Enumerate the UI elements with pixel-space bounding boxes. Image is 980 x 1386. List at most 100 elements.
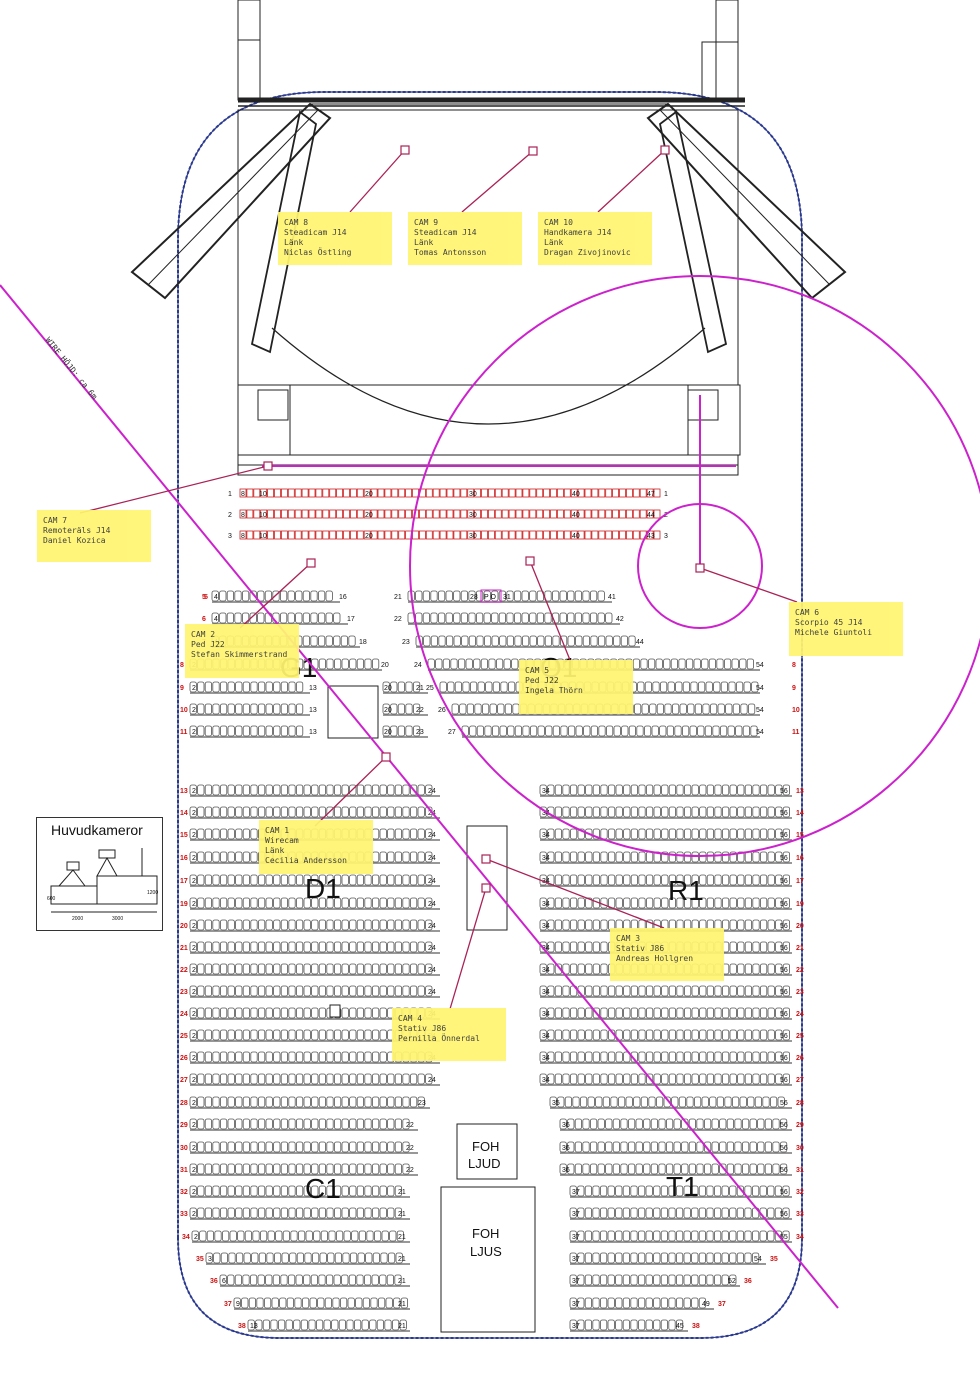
seat <box>341 1185 349 1197</box>
seat <box>356 1118 365 1130</box>
seat <box>547 985 555 997</box>
seat-row-lr-13 <box>539 784 792 797</box>
seat <box>539 985 547 997</box>
seat <box>417 919 425 931</box>
row-number: 8 <box>180 662 184 669</box>
seat <box>752 1073 760 1085</box>
pit-seat <box>536 530 544 540</box>
seat <box>600 985 608 997</box>
seat <box>590 635 598 647</box>
seat <box>242 1207 250 1219</box>
seat <box>554 1051 563 1063</box>
last-seat-number: 24 <box>428 967 436 974</box>
seat <box>265 703 273 715</box>
first-seat-number: 20 <box>384 685 392 692</box>
seat <box>483 635 492 647</box>
seat <box>356 784 365 796</box>
row-number: 26 <box>180 1055 188 1062</box>
pit-seat <box>370 509 378 519</box>
seat <box>612 1141 621 1153</box>
seat <box>371 1118 380 1130</box>
last-seat-number: 42 <box>616 616 624 623</box>
pit-row-label-left: 3 <box>228 533 232 540</box>
first-seat-number: 23 <box>402 639 410 646</box>
seat <box>653 1319 661 1331</box>
seat <box>536 612 545 624</box>
seat <box>363 1274 372 1286</box>
seat <box>608 806 616 818</box>
seat <box>775 897 783 909</box>
seat-row-lr-36 <box>569 1274 740 1287</box>
seat <box>189 1029 197 1041</box>
last-seat-number: 23 <box>416 729 424 736</box>
seat <box>235 897 243 909</box>
seat <box>341 1096 349 1108</box>
pit-seat <box>274 509 281 519</box>
seat <box>691 1274 699 1286</box>
seat <box>529 590 537 602</box>
seat <box>744 1073 753 1085</box>
seat <box>590 1163 598 1175</box>
seat <box>347 1297 355 1309</box>
seat <box>752 784 760 796</box>
seat <box>570 851 578 863</box>
seat <box>782 1207 790 1219</box>
seat <box>341 874 349 886</box>
seat <box>227 897 235 909</box>
seat <box>585 874 593 886</box>
seat <box>288 1163 296 1175</box>
seat <box>622 1319 631 1331</box>
seat-row-ll-35 <box>205 1252 410 1265</box>
seat <box>587 1096 595 1108</box>
seat <box>608 784 616 796</box>
svg-text:2000: 2000 <box>72 916 83 922</box>
seat <box>668 806 677 818</box>
seat <box>668 897 677 909</box>
pit-seat-number: 30 <box>469 533 477 540</box>
seat <box>402 897 410 909</box>
pit-seat <box>308 509 316 519</box>
seat <box>499 725 507 737</box>
seat <box>328 1230 336 1242</box>
seat <box>265 1185 273 1197</box>
seat <box>691 985 699 997</box>
seat <box>592 1207 600 1219</box>
seat <box>750 725 758 737</box>
seat <box>318 941 327 953</box>
first-seat-number: 4 <box>214 594 218 601</box>
seat <box>610 1096 618 1108</box>
pit-seat <box>584 488 592 498</box>
seat <box>706 851 715 863</box>
seat <box>311 1207 319 1219</box>
seat <box>227 1163 235 1175</box>
seat <box>235 806 243 818</box>
seat <box>243 1252 251 1264</box>
seat <box>326 1163 334 1175</box>
seat <box>736 1252 745 1264</box>
seat <box>706 1029 715 1041</box>
seat <box>226 590 234 602</box>
seat <box>562 874 570 886</box>
seat <box>300 1319 309 1331</box>
seat <box>397 725 406 737</box>
seat <box>554 874 563 886</box>
row-number: 24 <box>796 1011 804 1018</box>
seat <box>760 1051 768 1063</box>
seat <box>539 784 547 796</box>
seat <box>684 851 692 863</box>
seat <box>623 897 631 909</box>
seat <box>684 985 692 997</box>
pit-seat-number: 40 <box>572 533 580 540</box>
seat <box>653 897 661 909</box>
seat <box>760 897 768 909</box>
seat <box>341 1163 349 1175</box>
seat <box>387 919 395 931</box>
seat <box>265 897 273 909</box>
seat <box>229 1230 237 1242</box>
pit-seat <box>322 488 330 498</box>
seat <box>638 1207 646 1219</box>
pit-seat <box>398 509 406 519</box>
seat <box>310 635 318 647</box>
